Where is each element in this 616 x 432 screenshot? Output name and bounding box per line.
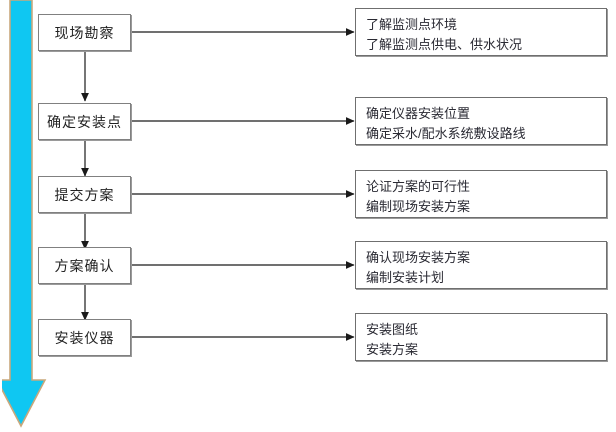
stage-box-install-instrument[interactable]: 安装仪器 [38,319,131,356]
stage-label: 确定安装点 [47,113,122,130]
stage-box-determine-install-point[interactable]: 确定安装点 [38,103,131,140]
detail-line: 论证方案的可行性 [366,179,471,194]
stage-box-submit-plan[interactable]: 提交方案 [38,176,131,213]
stage-label: 方案确认 [54,257,115,274]
detail-line: 编制现场安装方案 [366,199,471,214]
detail-line: 了解监测点供电、供水状况 [366,37,523,52]
detail-line: 安装方案 [366,342,419,357]
stage-label: 安装仪器 [54,329,115,346]
detail-box-determine-install-point[interactable]: 确定仪器安装位置 确定采水/配水系统敷设路线 [355,97,607,145]
detail-line: 确定采水/配水系统敷设路线 [366,126,526,141]
horizontal-connectors [131,28,355,341]
detail-line: 确认现场安装方案 [366,250,471,265]
stage-box-plan-confirmation[interactable]: 方案确认 [38,247,131,284]
stage-box-site-survey[interactable]: 现场勘察 [38,14,131,51]
detail-line: 安装图纸 [366,322,419,337]
detail-box-install-instrument[interactable]: 安装图纸 安装方案 [355,313,607,361]
stage-label: 现场勘察 [54,24,115,41]
detail-line: 确定仪器安装位置 [366,106,471,121]
stage-label: 提交方案 [54,186,115,203]
down-arrow-shape [2,0,47,428]
detail-box-plan-confirmation[interactable]: 确认现场安装方案 编制安装计划 [355,241,607,289]
detail-box-site-survey[interactable]: 了解监测点环境 了解监测点供电、供水状况 [355,8,607,56]
detail-line: 编制安装计划 [366,270,445,285]
process-flow-direction-arrow [2,0,47,428]
detail-box-submit-plan[interactable]: 论证方案的可行性 编制现场安装方案 [355,170,607,218]
detail-line: 了解监测点环境 [366,17,458,32]
